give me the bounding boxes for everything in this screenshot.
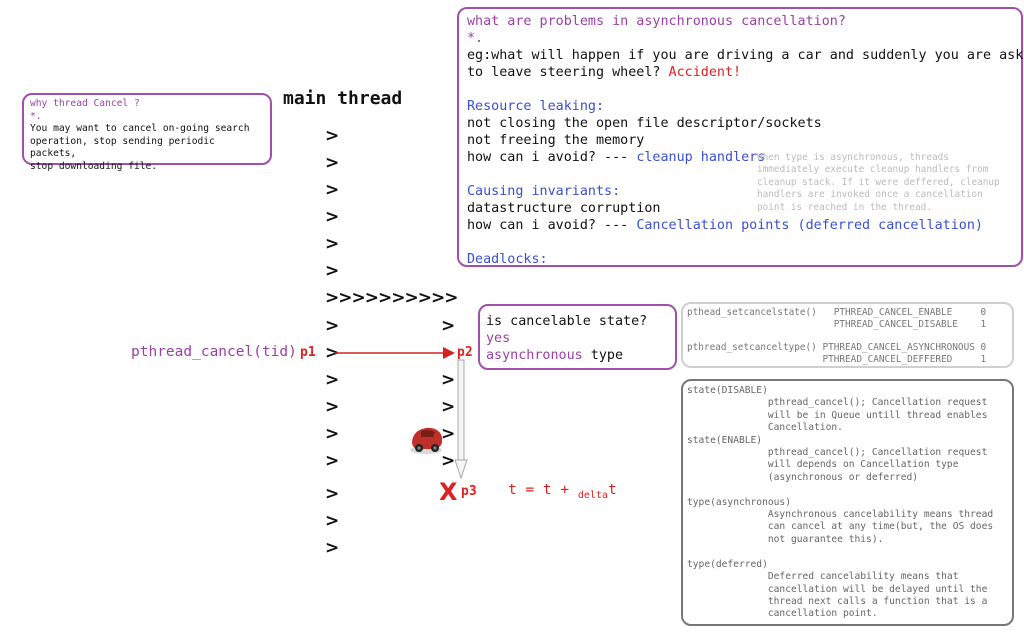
why-cancel-title: why thread Cancel ? [30,98,140,109]
invariants-line-1: datastructure corruption [467,201,661,216]
resource-heading: Resource leaking: [467,99,605,114]
why-cancel-line-1: You may want to cancel on-going search [30,123,250,135]
state-type-notes-text: state(DISABLE) pthread_cancel(); Cancell… [687,385,994,620]
down-arrow [454,359,468,480]
cleanup-handlers-note: When type is asynchronous, threads immed… [757,152,1000,213]
cancelable-state-box: is cancelable state? yes asynchronous ty… [478,304,677,370]
pthread-cancel-call: pthread_cancel(tid) [131,344,297,360]
why-cancel-note: why thread Cancel ? *. You may want to c… [22,93,272,172]
car-icon [410,427,443,454]
thread-chevron: > [325,126,340,146]
cleanup-handlers-label: cleanup handlers [636,150,766,165]
thread2-chevron: > [441,316,456,336]
thread-chevron: > [325,343,340,363]
thread-chevron: > [325,316,340,336]
thread-chevron: > [325,451,340,471]
why-cancel-line-2: operation, stop sending periodic packets… [30,135,215,160]
problems-marker: *. [467,31,484,46]
why-cancel-line-3: stop downloading file. [30,160,158,172]
resource-avoid: how can i avoid? --- cleanup handlers [467,150,766,165]
invariants-avoid: how can i avoid? --- Cancellation points… [467,218,983,233]
thread-chevron: > [325,207,340,227]
cancel-type: asynchronous type [486,348,624,363]
thread-chevron: > [325,511,340,531]
state-type-notes-box: state(DISABLE) pthread_cancel(); Cancell… [681,379,1014,626]
thread-chevron: > [325,153,340,173]
thread2-chevron: > [441,424,456,444]
point-p3: p3 [461,484,477,499]
thread-chevron: > [325,538,340,558]
cancellation-points-label: Cancellation points (deferred cancellati… [636,218,983,233]
why-cancel-marker: *. [30,110,42,122]
api-reference-text: pthead_setcancelstate() PTHREAD_CANCEL_E… [687,307,987,366]
example-question-1: eg:what will happen if you are driving a… [467,48,1024,63]
thread2-chevron: > [441,397,456,417]
cancelable-answer: yes [486,331,511,346]
thread-chevron: > [325,180,340,200]
thread2-chevron: > [441,370,456,390]
thread-fork-chevrons: >>>>>>>>>> [325,288,458,308]
thread-chevron: > [325,261,340,281]
deadlocks-heading: Deadlocks: [467,252,548,267]
invariants-heading: Causing invariants: [467,184,621,199]
point-p1: p1 [300,345,316,360]
thread-chevron: > [325,370,340,390]
thread-chevron: > [325,234,340,254]
api-reference-box: pthead_setcancelstate() PTHREAD_CANCEL_E… [681,302,1014,368]
resource-line-1: not closing the open file descriptor/soc… [467,116,822,131]
main-thread-title: main thread [283,88,403,109]
time-formula: t = t + deltat [508,482,617,501]
point-p2: p2 [457,345,473,360]
problems-title: what are problems in asynchronous cancel… [467,14,846,29]
thread-chevron: > [325,484,340,504]
thread-chevron: > [325,424,340,444]
example-answer: Accident! [668,65,742,80]
example-question-2: to leave steering wheel? Accident! [467,65,742,80]
cancelable-question: is cancelable state? yes [486,314,648,346]
resource-line-2: not freeing the memory [467,133,645,148]
problems-note: what are problems in asynchronous cancel… [457,7,1024,267]
thread2-chevron: > [441,451,456,471]
cancel-x-mark: X [439,478,458,506]
thread-chevron: > [325,397,340,417]
